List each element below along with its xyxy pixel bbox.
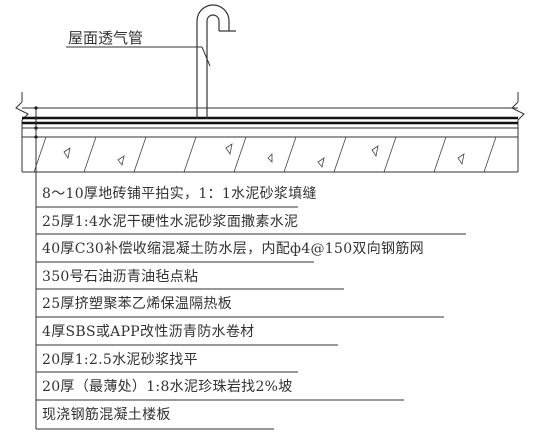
layer-label-9: 现浇钢筋混凝土楼板: [42, 407, 171, 423]
pipe-label-leader: [66, 46, 211, 67]
layer-label-6: 4厚SBS或APP改性沥青防水卷材: [42, 324, 255, 340]
section-break-line-left: [15, 92, 29, 172]
layer-label-5: 25厚挤塑聚苯乙烯保温隔热板: [42, 296, 233, 312]
layer-label-4: 350号石油沥青油毡点粘: [42, 269, 199, 285]
layer-label-3: 40厚C30补偿收缩混凝土防水层，内配ф4@150双向钢筋网: [42, 241, 424, 257]
pipe-label: 屋面透气管: [68, 29, 143, 47]
layer-label-7: 20厚1:2.5水泥砂浆找平: [42, 352, 198, 368]
vent-pipe: [196, 4, 236, 119]
layer-label-8: 20厚（最薄处）1:8水泥珍珠岩找2%坡: [42, 379, 293, 395]
layer-label-2: 25厚1:4水泥干硬性水泥砂浆面撒素水泥: [42, 214, 299, 230]
layer-callout-lines: [35, 172, 466, 430]
section-break-line-right: [511, 92, 525, 172]
layer-label-1: 8～10厚地砖铺平拍实，1：1水泥砂浆填缝: [42, 186, 317, 202]
concrete-slab-hatch: [33, 136, 497, 173]
